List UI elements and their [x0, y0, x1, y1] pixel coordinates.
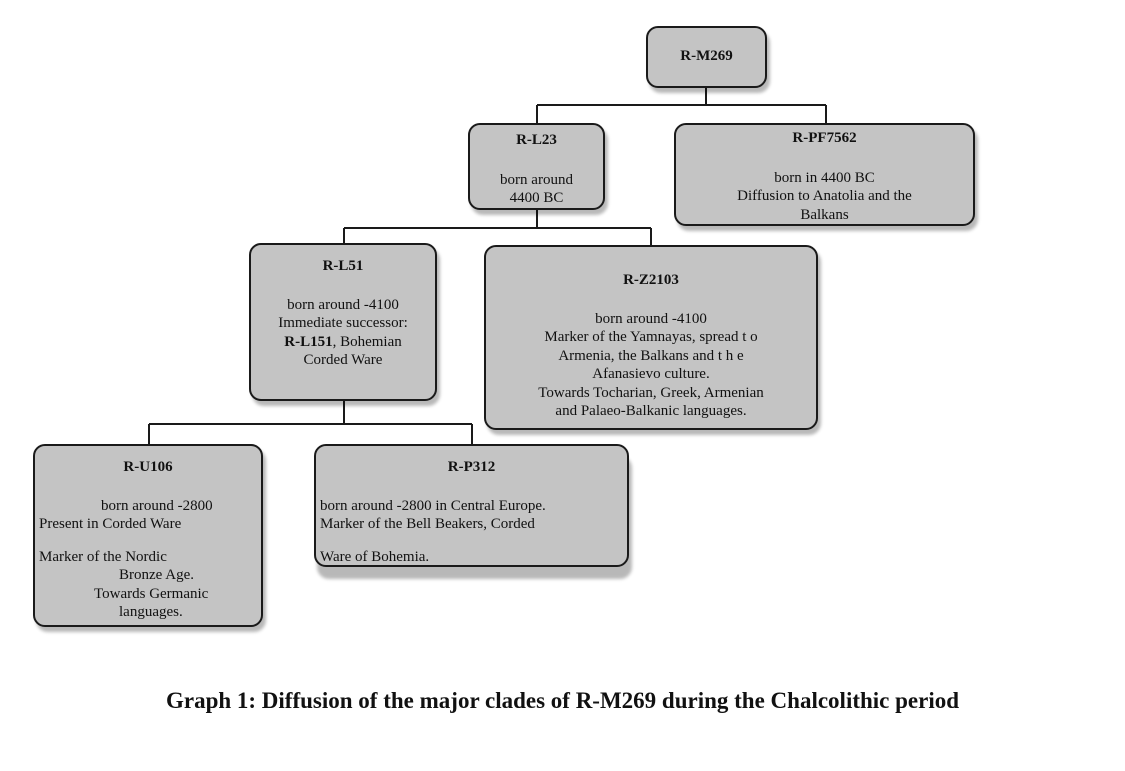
node-description: born in 4400 BC Diffusion to Anatolia an… — [676, 169, 973, 225]
desc-line: Balkans — [800, 206, 849, 223]
desc-line: Bronze Age. — [119, 567, 194, 583]
desc-line: born around -4100 — [595, 310, 707, 327]
desc-line: Ware of Bohemia. — [320, 548, 430, 565]
node-r-u106: R-U106 born around -2800 Present in Cord… — [33, 444, 263, 627]
node-title: R-P312 — [447, 459, 496, 475]
connector-rl51-children — [148, 401, 473, 444]
node-title: R-L23 — [516, 132, 557, 148]
desc-line: Towards Tocharian, Greek, Armenian — [538, 384, 764, 401]
node-r-l23: R-L23 born around 4400 BC — [468, 123, 605, 210]
desc-line: born around -2800 — [101, 497, 213, 514]
desc-line: born around -2800 in Central Europe. — [320, 497, 546, 514]
node-title: R-U106 — [123, 459, 173, 475]
successor-culture: , Bohemian — [332, 333, 402, 350]
desc-line: born in 4400 BC — [774, 169, 875, 186]
desc-line: Towards Germanic — [94, 585, 209, 602]
desc-line: Marker of the Bell Beakers, Corded — [320, 516, 535, 532]
node-r-pf7562: R-PF7562 born in 4400 BC Diffusion to An… — [674, 123, 975, 226]
node-title: R-L51 — [322, 258, 364, 274]
node-r-l51: R-L51 born around -4100 Immediate succes… — [249, 243, 437, 401]
desc-line: Afanasievo culture. — [592, 366, 710, 382]
desc-gap — [320, 534, 627, 548]
connector-rl23-children — [343, 210, 652, 245]
desc-gap — [39, 534, 261, 548]
node-description: born around -2800 Present in Corded Ware… — [35, 497, 261, 622]
node-description: born around -2800 in Central Europe. Mar… — [316, 497, 627, 567]
node-r-z2103: R-Z2103 born around -4100 Marker of the … — [484, 245, 818, 430]
desc-line: Corded Ware — [303, 352, 383, 368]
desc-line: born around -4100 — [287, 296, 399, 313]
node-r-m269: R-M269 — [646, 26, 767, 88]
node-description: born around -4100 Immediate successor: R… — [251, 296, 435, 370]
node-description: born around -4100 Marker of the Yamnayas… — [486, 310, 816, 421]
successor-clade: R-L151 — [284, 333, 333, 350]
desc-line: languages. — [119, 604, 183, 620]
node-r-p312: R-P312 born around -2800 in Central Euro… — [314, 444, 629, 567]
desc-line: Immediate successor: — [278, 315, 408, 331]
node-title: R-PF7562 — [792, 130, 857, 146]
desc-line: 4400 BC — [509, 190, 564, 206]
node-title: R-M269 — [680, 48, 733, 64]
node-title: R-Z2103 — [623, 272, 679, 288]
desc-line: and Palaeo-Balkanic languages. — [555, 403, 747, 419]
connector-rm269-children — [536, 88, 827, 123]
figure-caption: Graph 1: Diffusion of the major clades o… — [165, 688, 960, 713]
desc-line: born around — [500, 171, 573, 188]
desc-line: Marker of the Yamnayas, spread t o — [544, 329, 758, 345]
desc-line: Armenia, the Balkans and t h e — [558, 347, 744, 364]
node-description: born around 4400 BC — [470, 171, 603, 208]
desc-line: Diffusion to Anatolia and the — [737, 188, 912, 204]
desc-line: R-L151, Bohemian — [251, 333, 435, 352]
desc-line: Marker of the Nordic — [39, 548, 167, 565]
desc-line: Present in Corded Ware — [39, 516, 182, 532]
